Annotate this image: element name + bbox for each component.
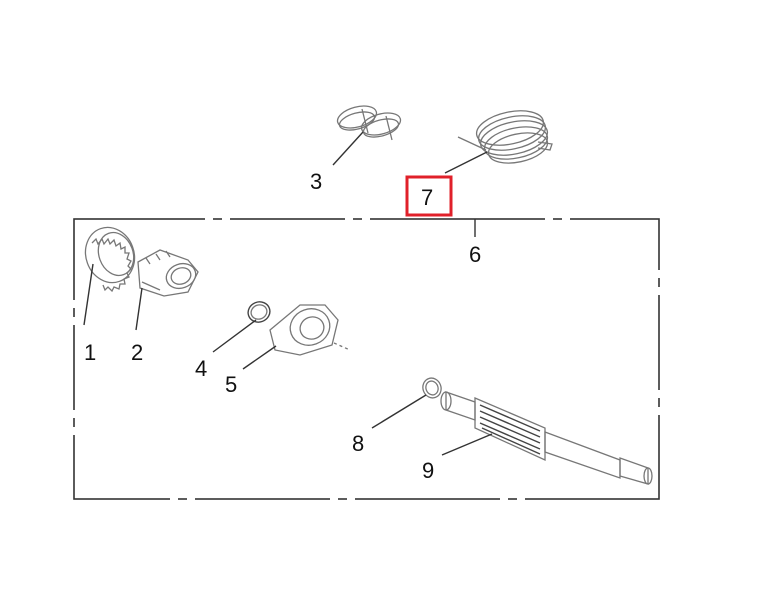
splined-shaft-part — [440, 391, 653, 485]
frame-breaks — [72, 217, 661, 501]
callout-7: 7 — [421, 185, 433, 210]
callout-2: 2 — [131, 340, 143, 365]
callout-8: 8 — [352, 431, 364, 456]
notched-collar-part — [137, 249, 199, 297]
toothed-washer-part — [84, 226, 136, 293]
leader-lines — [83, 131, 493, 456]
callout-9: 9 — [422, 458, 434, 483]
coil-spring-part — [457, 110, 553, 164]
split-rings-part — [336, 105, 402, 141]
callout-7-highlight-box — [405, 175, 453, 217]
callout-6: 6 — [469, 242, 481, 267]
circlip-part — [247, 301, 271, 323]
small-ring-part — [422, 377, 442, 399]
callout-3: 3 — [310, 169, 322, 194]
callout-5: 5 — [225, 372, 237, 397]
flange-housing-part — [269, 304, 351, 356]
assembly-frame — [72, 217, 661, 501]
callout-1: 1 — [84, 340, 96, 365]
callout-labels: 1 2 3 4 5 6 7 8 9 — [84, 169, 481, 483]
callout-4: 4 — [195, 356, 207, 381]
